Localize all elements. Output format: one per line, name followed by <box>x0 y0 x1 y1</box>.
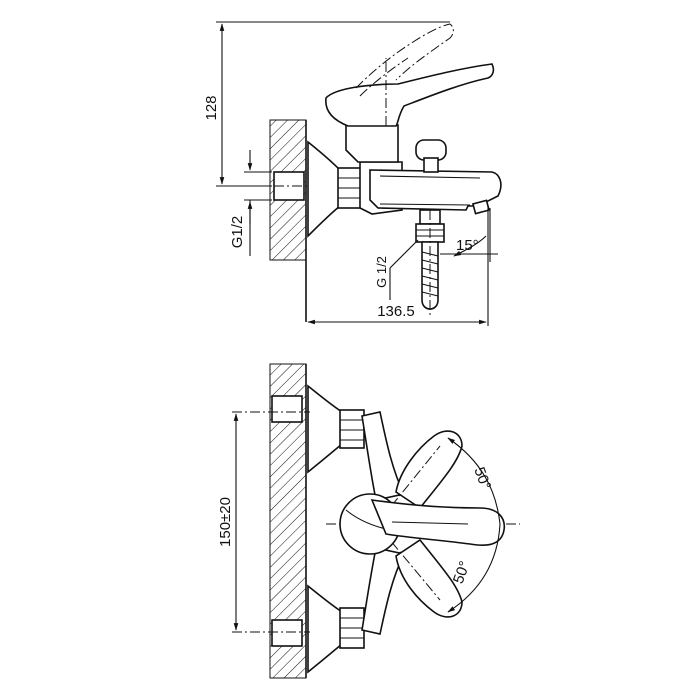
dimension-centre-distance: 150±20 <box>217 497 234 547</box>
rotation-arc <box>447 437 501 613</box>
upper-inlet-fitting <box>271 395 303 423</box>
dimension-height: 128 <box>203 95 220 120</box>
aerator <box>471 199 491 215</box>
lever-rotated-down <box>395 538 463 618</box>
upper-hex-nut <box>339 409 365 449</box>
top-view: 50° 50° 150±20 <box>217 363 520 679</box>
spout <box>369 169 502 211</box>
dimension-inlet-thread: G1/2 <box>229 216 246 249</box>
lower-escutcheon <box>307 584 343 674</box>
dimension-outlet-thread: G 1/2 <box>374 256 389 288</box>
side-view: 128 G1/2 G 1/2 15° 136.5 <box>203 21 502 326</box>
dimension-depth: 136.5 <box>377 303 415 320</box>
lever-handle <box>325 63 495 127</box>
lever-rotated-up <box>395 430 463 510</box>
lever-main <box>370 499 506 546</box>
lower-inlet-fitting <box>271 619 303 647</box>
lever-raised-outline <box>355 23 454 89</box>
escutcheon <box>307 140 341 238</box>
diverter-knob <box>415 139 447 161</box>
shower-hose <box>421 241 439 310</box>
upper-escutcheon <box>307 384 343 474</box>
angle-label-lower: 50° <box>450 559 474 586</box>
dimension-spout-angle: 15° <box>456 237 479 254</box>
angle-label-upper: 50° <box>470 465 494 492</box>
cartridge-housing <box>345 124 399 163</box>
